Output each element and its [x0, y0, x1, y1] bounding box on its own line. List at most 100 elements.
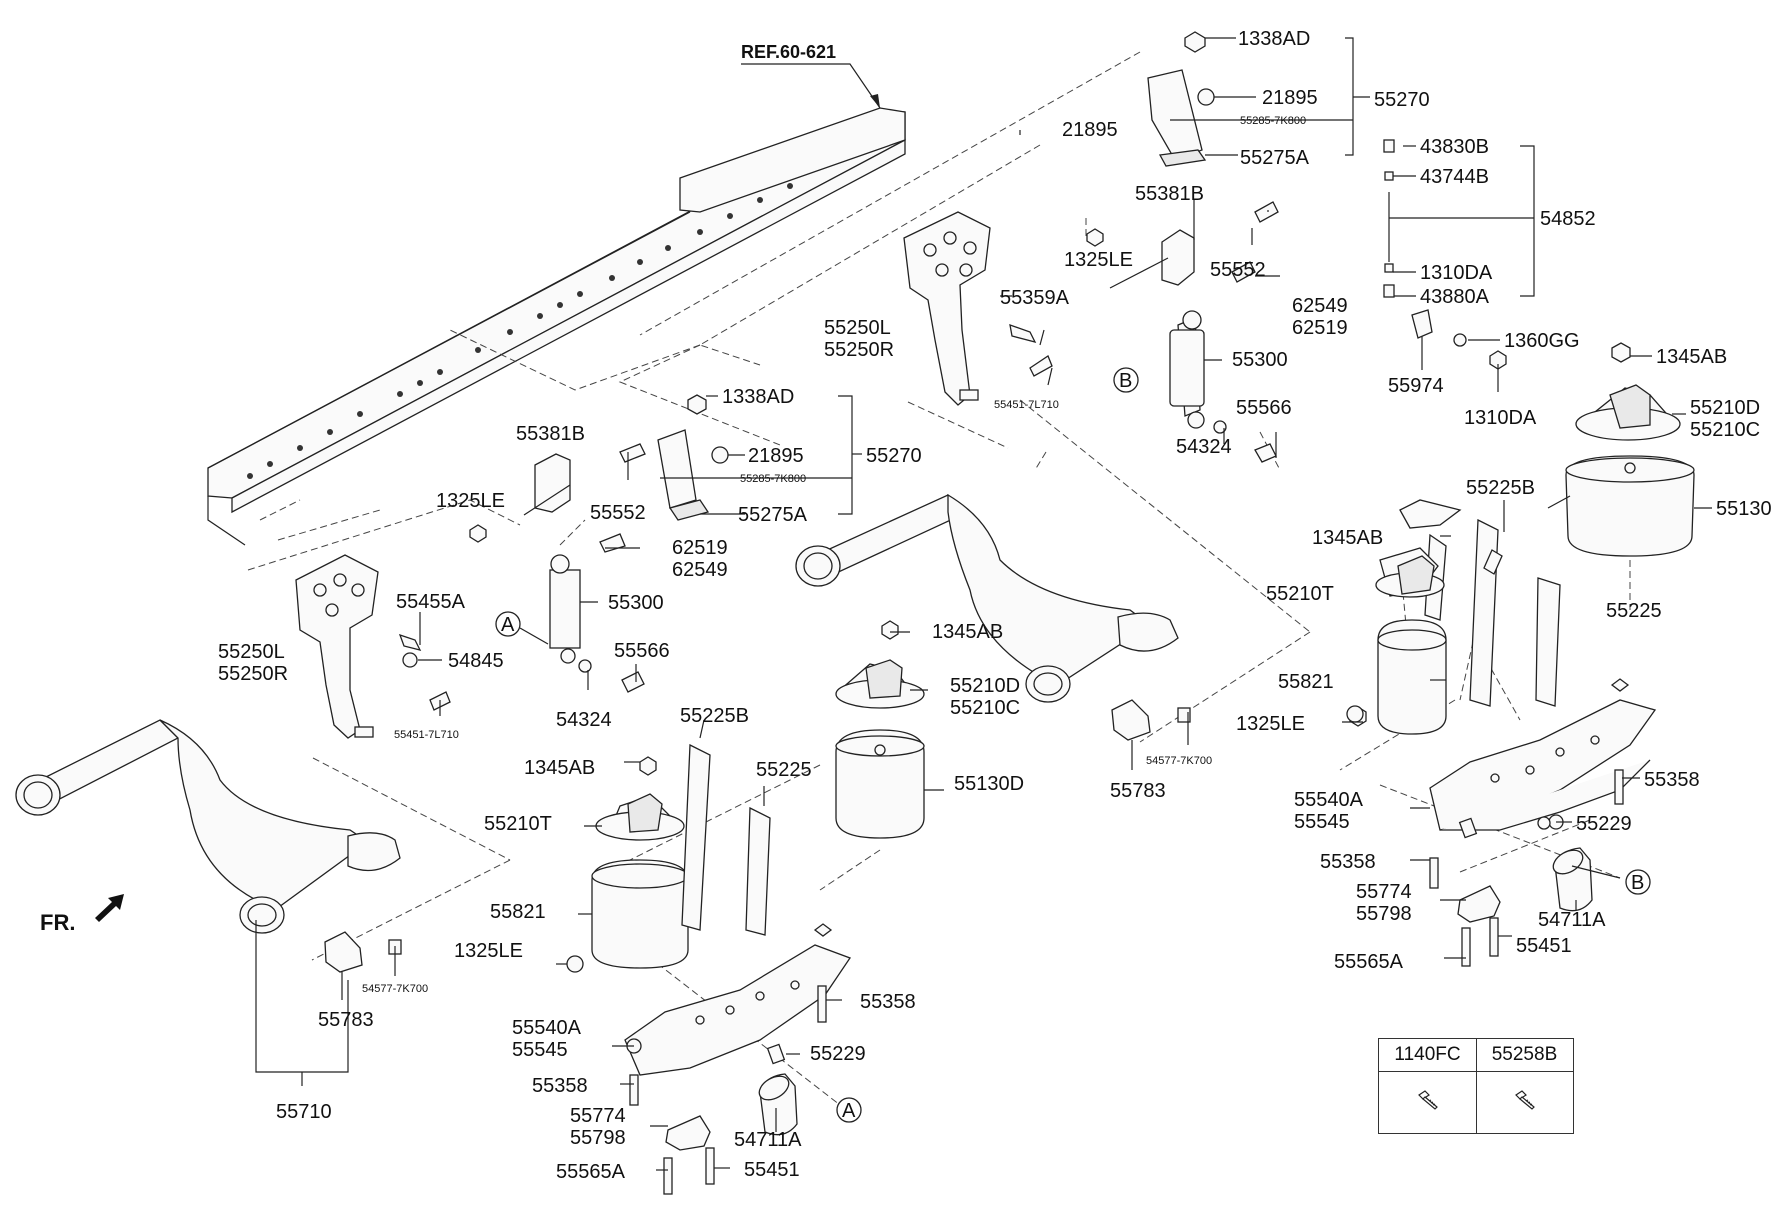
part-label: 55225 [1606, 600, 1662, 622]
callout-a-left: A [495, 611, 521, 637]
part-label: 55451 [1516, 935, 1572, 957]
part-label: 55210T [484, 813, 552, 835]
part-label: 55566 [1236, 397, 1292, 419]
part-label: 55783 [318, 1009, 374, 1031]
part-label: 55229 [1576, 813, 1632, 835]
reference-label: REF.60-621 [741, 42, 836, 62]
part-label: 1345AB [524, 757, 595, 779]
part-label: 55358 [1320, 851, 1376, 873]
part-label: 55565A [556, 1161, 626, 1183]
part-label: 55130D [1716, 498, 1772, 520]
part-label: 43744B [1420, 166, 1489, 188]
bolt-icon [1515, 1090, 1535, 1110]
svg-text:FR.: FR. [40, 910, 75, 935]
part-label: 55565A [1334, 951, 1404, 973]
part-label: 55275A [738, 504, 808, 526]
legend-cell-right: 55258B [1476, 1039, 1573, 1133]
fastener-legend-table: 1140FC 55258B [1378, 1038, 1574, 1134]
part-label: 55381B [1135, 183, 1204, 205]
callout-b-right: B [1625, 869, 1651, 895]
legend-code-right: 55258B [1476, 1039, 1573, 1072]
part-label: 21895 [1262, 87, 1318, 109]
spring-hanger-bracket-right [903, 211, 1053, 406]
part-label: 55358 [860, 991, 916, 1013]
axle-seat-right [1346, 499, 1657, 967]
part-label: 55710 [276, 1101, 332, 1123]
part-label: 1345AB [1656, 346, 1727, 368]
front-indicator: FR. [40, 894, 124, 935]
part-label: 55545 [512, 1039, 568, 1061]
part-label: 1325LE [1064, 249, 1133, 271]
part-label: 54577-7K700 [362, 983, 428, 995]
part-label: 55783 [1110, 780, 1166, 802]
part-label: 54852 [1540, 208, 1596, 230]
part-label: 55300 [1232, 349, 1288, 371]
part-label: 55210D [1690, 397, 1760, 419]
part-label: 55300 [608, 592, 664, 614]
part-label: 55798 [1356, 903, 1412, 925]
part-label: 1325LE [436, 490, 505, 512]
part-label: 55566 [614, 640, 670, 662]
part-label: 1310DA [1464, 407, 1537, 429]
part-label: 55229 [810, 1043, 866, 1065]
height-sensor-link [1383, 139, 1507, 370]
legend-code-left: 1140FC [1379, 1039, 1476, 1072]
part-label: 55455A [396, 591, 466, 613]
part-label: 55225B [680, 705, 749, 727]
part-label: 55210C [1690, 419, 1760, 441]
part-label: 1310DA [1420, 262, 1493, 284]
torque-arm-left [15, 719, 402, 973]
air-spring-middle [835, 620, 925, 839]
part-label: 55451 [744, 1159, 800, 1181]
svg-text:A: A [501, 614, 515, 636]
part-label: 62549 [1292, 295, 1348, 317]
part-label: 55285-7K800 [740, 473, 806, 485]
part-label: 55250L [824, 317, 891, 339]
callout-b-top: B [1113, 367, 1139, 393]
part-label: 55540A [1294, 789, 1364, 811]
bolt-icon [1418, 1090, 1438, 1110]
spring-hanger-bracket-left [295, 554, 451, 739]
part-label: 55225B [1466, 477, 1535, 499]
part-label: 21895 [748, 445, 804, 467]
part-label: 55451-7L710 [994, 399, 1059, 411]
part-label: 54577-7K700 [1146, 755, 1212, 767]
part-label: 55210T [1266, 583, 1334, 605]
part-label: 55381B [516, 423, 585, 445]
part-label: 55552 [1210, 259, 1266, 281]
leader-lines [255, 37, 1712, 1171]
part-label: 55358 [1644, 769, 1700, 791]
part-label: 21895 [1062, 119, 1118, 141]
part-label: 55451-7L710 [394, 729, 459, 741]
air-spring-left [566, 743, 852, 1195]
part-labels: 1338AD 21895 55270 55285-7K800 55275A 21… [218, 28, 1772, 1183]
part-label: 55540A [512, 1017, 582, 1039]
dashed-leaders [247, 51, 1631, 1106]
part-label: 55974 [1388, 375, 1444, 397]
part-label: 1360GG [1504, 330, 1580, 352]
part-label: 55270 [866, 445, 922, 467]
part-label: 55275A [1240, 147, 1310, 169]
part-label: 55210C [950, 697, 1020, 719]
part-label: 1338AD [722, 386, 794, 408]
part-label: 55250L [218, 641, 285, 663]
part-label: 55250R [218, 663, 288, 685]
part-label: 43830B [1420, 136, 1489, 158]
shock-absorber-left [469, 394, 729, 693]
part-label: 55774 [1356, 881, 1412, 903]
svg-text:B: B [1119, 370, 1132, 392]
part-label: 55225 [756, 759, 812, 781]
part-label: 55130D [954, 773, 1024, 795]
part-label: 55358 [532, 1075, 588, 1097]
air-spring-right-upper [1565, 342, 1695, 557]
part-label: 1338AD [1238, 28, 1310, 50]
part-label: 1345AB [932, 621, 1003, 643]
part-label: 55774 [570, 1105, 626, 1127]
callout-a-right: A [836, 1097, 862, 1123]
part-label: 55821 [490, 901, 546, 923]
part-label: 55821 [1278, 671, 1334, 693]
part-label: 62549 [672, 559, 728, 581]
part-label: 54711A [734, 1129, 802, 1151]
part-label: 1325LE [454, 940, 523, 962]
